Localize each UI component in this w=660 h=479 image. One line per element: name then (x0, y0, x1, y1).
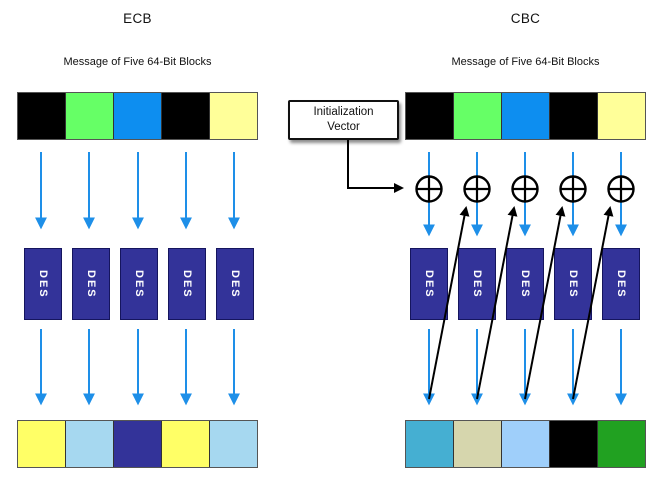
des-label: DES (519, 269, 531, 299)
ecb-output-block-3 (113, 421, 161, 467)
cbc-message-block-5 (597, 93, 645, 139)
ecb-message-row (17, 92, 258, 140)
des-label: DES (37, 269, 49, 299)
des-label: DES (85, 269, 97, 299)
des-label: DES (133, 269, 145, 299)
des-label: DES (423, 269, 435, 299)
xor-icon (463, 175, 491, 203)
initialization-vector-box: Initialization Vector (288, 100, 399, 140)
ecb-output-row (17, 420, 258, 468)
xor-icon (559, 175, 587, 203)
cbc-message-block-2 (453, 93, 501, 139)
ecb-message-block-2 (65, 93, 113, 139)
ecb-output-arrows (35, 329, 240, 406)
xor-icon (415, 175, 443, 203)
ecb-output-block-5 (209, 421, 257, 467)
ecb-subtitle: Message of Five 64-Bit Blocks (63, 56, 212, 68)
cbc-message-block-4 (549, 93, 597, 139)
ecb-des-box-4: DES (168, 248, 206, 320)
ecb-input-arrows (35, 152, 240, 230)
cbc-title: CBC (510, 11, 541, 26)
iv-connector-arrow (347, 140, 404, 193)
cbc-subtitle: Message of Five 64-Bit Blocks (451, 56, 600, 68)
iv-label-line2: Vector (327, 121, 360, 133)
iv-label-line1: Initialization (313, 106, 374, 118)
cbc-output-block-5 (597, 421, 645, 467)
ecb-message-block-5 (209, 93, 257, 139)
cbc-des-box-2: DES (458, 248, 496, 320)
ecb-output-block-2 (65, 421, 113, 467)
xor-icon (511, 175, 539, 203)
xor-icons (415, 175, 635, 203)
cbc-output-block-4 (549, 421, 597, 467)
cbc-input-arrows (423, 152, 627, 237)
ecb-des-box-3: DES (120, 248, 158, 320)
ecb-des-box-2: DES (72, 248, 110, 320)
ecb-output-block-1 (18, 421, 65, 467)
cbc-output-arrows (423, 329, 627, 406)
ecb-output-block-4 (161, 421, 209, 467)
des-label: DES (567, 269, 579, 299)
des-label: DES (471, 269, 483, 299)
cbc-message-block-3 (501, 93, 549, 139)
cbc-message-block-1 (406, 93, 453, 139)
cbc-output-block-3 (501, 421, 549, 467)
ecb-des-box-5: DES (216, 248, 254, 320)
cbc-des-box-5: DES (602, 248, 640, 320)
cbc-message-row (405, 92, 646, 140)
cbc-des-box-1: DES (410, 248, 448, 320)
ecb-message-block-4 (161, 93, 209, 139)
cbc-des-box-3: DES (506, 248, 544, 320)
des-label: DES (181, 269, 193, 299)
cbc-des-box-4: DES (554, 248, 592, 320)
ecb-des-box-1: DES (24, 248, 62, 320)
ecb-title: ECB (123, 11, 152, 26)
cbc-output-row (405, 420, 646, 468)
xor-icon (607, 175, 635, 203)
des-label: DES (615, 269, 627, 299)
cbc-output-block-2 (453, 421, 501, 467)
ecb-message-block-3 (113, 93, 161, 139)
des-label: DES (229, 269, 241, 299)
ecb-message-block-1 (18, 93, 65, 139)
cbc-output-block-1 (406, 421, 453, 467)
